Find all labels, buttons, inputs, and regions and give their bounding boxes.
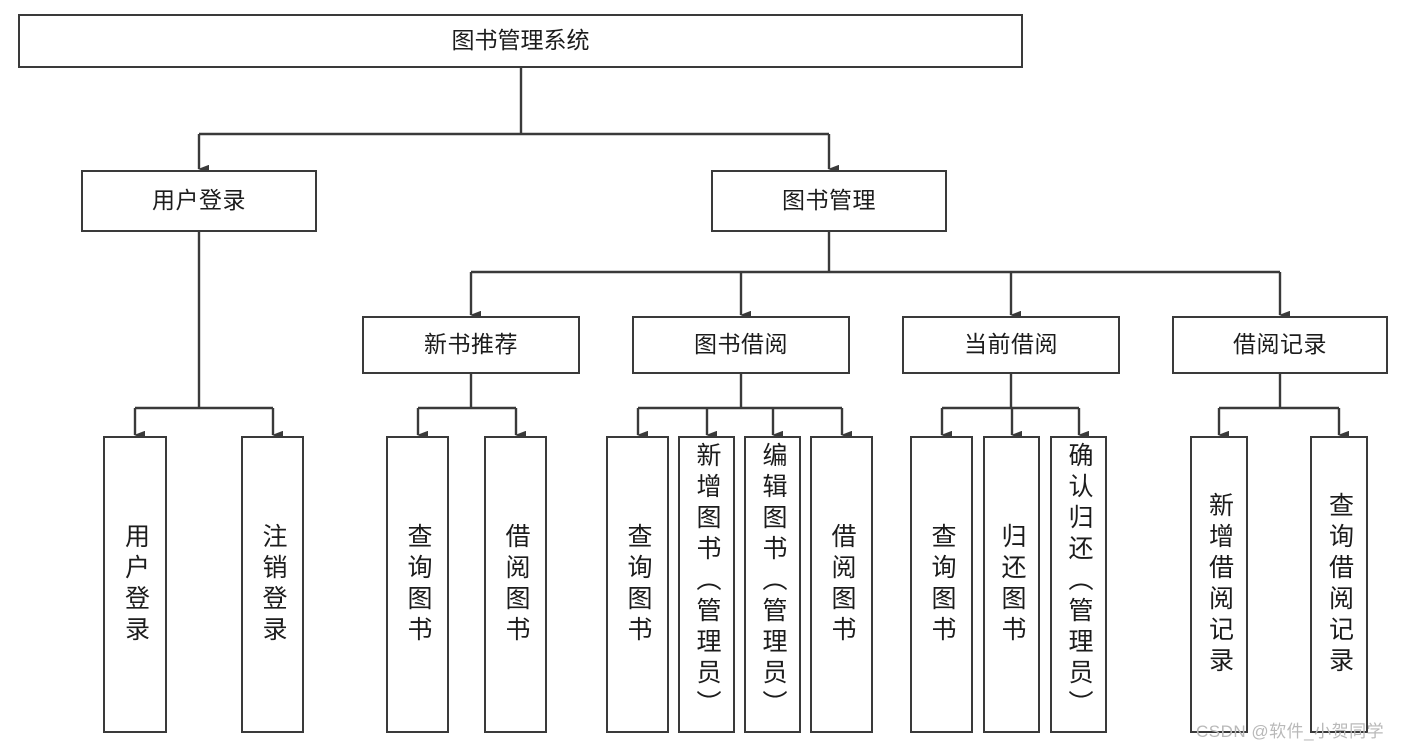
node-l3a[interactable]: 新书推荐 [362,316,580,374]
node-label: 查询借阅记录 [1325,491,1354,678]
node-l3b[interactable]: 图书借阅 [632,316,850,374]
node-label: 注销登录 [259,522,287,647]
node-lf12[interactable]: 新增借阅记录 [1190,436,1248,733]
node-label: 新增借阅记录 [1205,491,1234,678]
watermark-label: CSDN @软件_小贺同学 [1196,722,1385,741]
node-label: 图书管理系统 [451,27,590,54]
node-label: 图书管理 [782,187,876,214]
node-label: 查询图书 [404,522,432,647]
edge-group [133,68,1349,440]
node-label: 图书借阅 [694,331,788,358]
node-label: 借阅记录 [1233,331,1327,358]
node-l3d[interactable]: 借阅记录 [1172,316,1388,374]
node-lf8[interactable]: 借阅图书 [810,436,873,733]
node-l2b[interactable]: 图书管理 [711,170,947,232]
node-label: 归还图书 [998,522,1026,647]
node-lf11[interactable]: 确认归还（管理员） [1050,436,1107,733]
node-lf1[interactable]: 用户登录 [103,436,167,733]
node-label: 借阅图书 [828,522,856,647]
node-lf5[interactable]: 查询图书 [606,436,669,733]
node-lf4[interactable]: 借阅图书 [484,436,547,733]
node-lf9[interactable]: 查询图书 [910,436,973,733]
node-lf7[interactable]: 编辑图书（管理员） [744,436,801,733]
node-l3c[interactable]: 当前借阅 [902,316,1120,374]
node-lf10[interactable]: 归还图书 [983,436,1040,733]
node-label: 新书推荐 [424,331,518,358]
node-l2a[interactable]: 用户登录 [81,170,317,232]
node-label: 新增图书（管理员） [693,442,721,721]
node-lf6[interactable]: 新增图书（管理员） [678,436,735,733]
node-lf2[interactable]: 注销登录 [241,436,304,733]
node-root[interactable]: 图书管理系统 [18,14,1023,68]
node-lf3[interactable]: 查询图书 [386,436,449,733]
node-label: 查询图书 [624,522,652,647]
node-lf13[interactable]: 查询借阅记录 [1310,436,1368,733]
node-label: 借阅图书 [502,522,530,647]
node-label: 确认归还（管理员） [1065,442,1093,721]
node-label: 查询图书 [928,522,956,647]
node-label: 当前借阅 [964,331,1058,358]
node-label: 编辑图书（管理员） [759,442,787,721]
node-label: 用户登录 [121,522,150,647]
node-label: 用户登录 [152,187,246,214]
